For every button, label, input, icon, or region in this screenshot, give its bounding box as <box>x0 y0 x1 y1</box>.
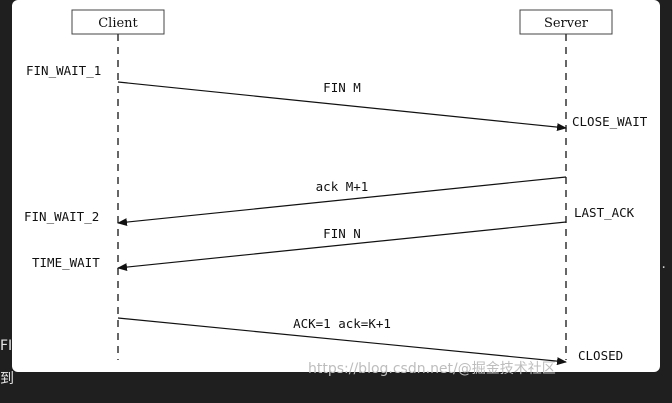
state-close-wait: CLOSE_WAIT <box>572 114 648 129</box>
fin-m-arrow <box>117 81 567 132</box>
state-fin-wait-1: FIN_WAIT_1 <box>26 63 101 78</box>
server-label: Server <box>544 16 589 31</box>
server-participant-box: Server <box>519 9 613 35</box>
fin-n-label: FIN N <box>323 226 361 241</box>
client-label: Client <box>98 16 138 31</box>
final-ack-arrow <box>117 317 567 366</box>
state-last-ack: LAST_ACK <box>574 205 635 220</box>
diagram-panel <box>12 0 660 372</box>
background-text-fragment-2: 到 <box>0 371 14 387</box>
final-ack-label: ACK=1 ack=K+1 <box>293 316 391 331</box>
watermark-text: https://blog.csdn.net/@掘金技术社区 <box>308 361 556 377</box>
ack-m1-label: ack M+1 <box>316 179 369 194</box>
fin-n-arrow <box>117 221 567 272</box>
client-participant-box: Client <box>71 9 165 35</box>
state-fin-wait-2: FIN_WAIT_2 <box>24 209 99 224</box>
state-time-wait: TIME_WAIT <box>32 255 100 270</box>
ack-m1-arrow <box>117 176 567 227</box>
fin-m-label: FIN M <box>323 80 361 95</box>
state-closed: CLOSED <box>578 348 623 363</box>
